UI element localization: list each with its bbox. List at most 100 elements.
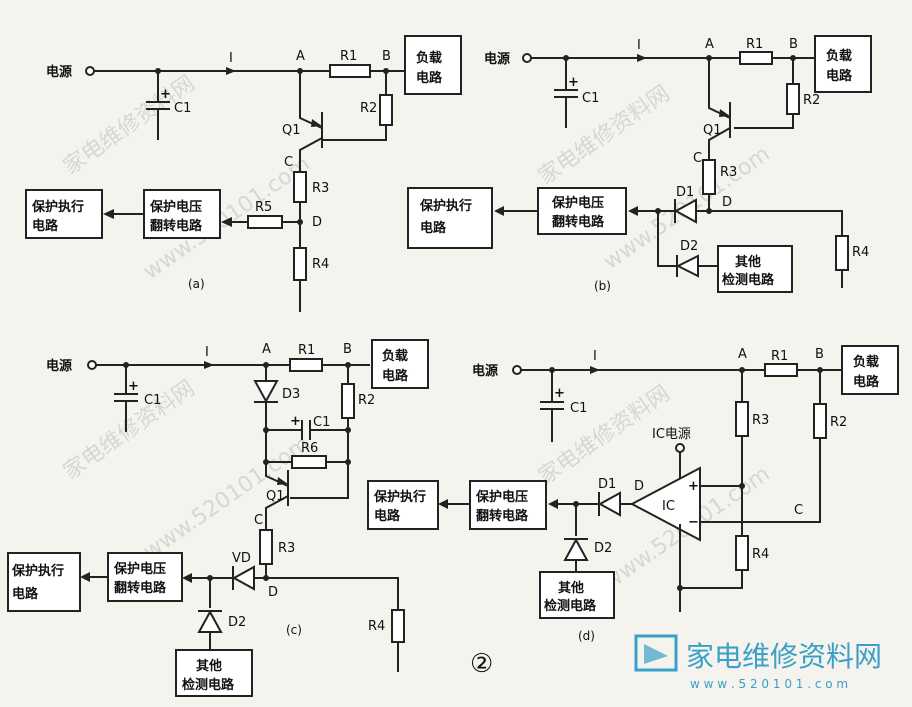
ic-opamp-d bbox=[629, 466, 701, 542]
diode-d2-c bbox=[197, 609, 223, 633]
svg-text:C: C bbox=[254, 513, 263, 528]
resistor-r3-b bbox=[702, 159, 716, 195]
svg-text:D2: D2 bbox=[228, 615, 246, 630]
svg-text:C1: C1 bbox=[313, 415, 330, 430]
svg-text:保护执行: 保护执行 bbox=[11, 563, 64, 579]
svg-text:I: I bbox=[593, 349, 597, 364]
svg-text:C: C bbox=[693, 151, 702, 166]
resistor-r3-d bbox=[735, 401, 749, 437]
svg-text:电路: 电路 bbox=[374, 508, 401, 524]
resistor-r4-b bbox=[835, 235, 849, 271]
svg-text:家电维修资料网: 家电维修资料网 bbox=[686, 640, 882, 673]
svg-text:+: + bbox=[568, 75, 579, 90]
svg-text:R2: R2 bbox=[358, 393, 375, 408]
resistor-r3-c bbox=[259, 529, 273, 565]
diode-d2-d bbox=[563, 537, 589, 561]
ic-power-label: IC电源 bbox=[652, 427, 691, 442]
resistor-r2-c bbox=[341, 383, 355, 419]
diode-d1-b bbox=[673, 198, 697, 224]
svg-text:C: C bbox=[284, 155, 293, 170]
svg-text:A: A bbox=[262, 342, 271, 357]
resistor-r2-d bbox=[813, 403, 827, 439]
caption-a: (a) bbox=[188, 277, 205, 291]
svg-text:B: B bbox=[382, 49, 391, 64]
load-box-d bbox=[841, 345, 899, 395]
svg-text:其他: 其他 bbox=[735, 254, 761, 270]
svg-text:D3: D3 bbox=[282, 387, 300, 402]
resistor-r4-a bbox=[293, 247, 307, 281]
resistor-r2-a bbox=[379, 94, 393, 126]
svg-text:R4: R4 bbox=[752, 547, 769, 562]
svg-text:R3: R3 bbox=[312, 181, 329, 196]
svg-text:−: − bbox=[688, 515, 699, 530]
resistor-r2-b bbox=[786, 83, 800, 115]
svg-text:C1: C1 bbox=[582, 91, 599, 106]
power-terminal-a bbox=[85, 66, 95, 76]
resistor-r4-c bbox=[391, 609, 405, 643]
resistor-r1-d bbox=[764, 363, 798, 377]
current-label-a: I bbox=[229, 51, 233, 66]
svg-text:R1: R1 bbox=[771, 349, 788, 364]
flip-box-a bbox=[143, 189, 221, 239]
resistor-r4-d bbox=[735, 535, 749, 571]
svg-text:C: C bbox=[794, 503, 803, 518]
svg-text:Q1: Q1 bbox=[282, 123, 301, 138]
svg-text:检测电路: 检测电路 bbox=[182, 677, 235, 693]
resistor-r1-c bbox=[289, 358, 323, 372]
svg-text:R2: R2 bbox=[830, 415, 847, 430]
svg-text:D1: D1 bbox=[598, 477, 616, 492]
svg-text:D2: D2 bbox=[594, 541, 612, 556]
svg-text:VD: VD bbox=[232, 551, 251, 566]
power-label-c: 电源 bbox=[46, 358, 72, 374]
resistor-r3-a bbox=[293, 171, 307, 203]
diode-d2-b bbox=[675, 254, 699, 278]
svg-text:保护执行: 保护执行 bbox=[373, 489, 426, 505]
svg-text:负载: 负载 bbox=[382, 348, 408, 364]
svg-text:电路: 电路 bbox=[416, 70, 443, 86]
svg-text:R3: R3 bbox=[278, 541, 295, 556]
svg-text:R5: R5 bbox=[255, 200, 272, 215]
svg-text:电路: 电路 bbox=[853, 374, 880, 390]
svg-text:负载: 负载 bbox=[826, 48, 852, 64]
svg-text:w w w . 5 2 0 1 0 1 . c o m: w w w . 5 2 0 1 0 1 . c o m bbox=[690, 677, 848, 691]
svg-text:B: B bbox=[815, 347, 824, 362]
circuit-a: 电源 I + C1 A B R1 负载 电路 R2 Q1 C R3 D R5 bbox=[25, 35, 462, 312]
svg-text:保护电压: 保护电压 bbox=[149, 199, 202, 215]
circuit-d: 电源 I + C1 A B R1 负载 电路 R2 C R3 R4 IC + bbox=[367, 345, 899, 643]
power-label-d: 电源 bbox=[472, 363, 498, 379]
svg-text:I: I bbox=[205, 345, 209, 360]
svg-text:保护电压: 保护电压 bbox=[551, 195, 604, 211]
svg-text:保护电压: 保护电压 bbox=[113, 561, 166, 577]
svg-text:R4: R4 bbox=[312, 257, 329, 272]
svg-text:B: B bbox=[789, 37, 798, 52]
exec-box-d bbox=[367, 480, 439, 530]
diode-d1-d bbox=[597, 491, 621, 517]
figure-number: ② bbox=[470, 649, 493, 679]
resistor-r5-a bbox=[247, 215, 283, 229]
svg-text:R2: R2 bbox=[360, 101, 377, 116]
circuit-c: 电源 I + C1 A B R1 负载 电路 R2 D3 + C1 R6 bbox=[7, 339, 429, 697]
svg-text:+: + bbox=[290, 414, 301, 429]
svg-text:Q1: Q1 bbox=[266, 489, 285, 504]
svg-text:翻转电路: 翻转电路 bbox=[114, 580, 167, 596]
svg-text:R1: R1 bbox=[298, 343, 315, 358]
svg-text:+: + bbox=[160, 87, 171, 102]
svg-text:D: D bbox=[722, 195, 732, 210]
svg-text:其他: 其他 bbox=[558, 580, 584, 596]
svg-text:D2: D2 bbox=[680, 239, 698, 254]
load-box-b bbox=[814, 35, 872, 93]
svg-text:B: B bbox=[343, 342, 352, 357]
svg-text:+: + bbox=[688, 479, 699, 494]
diode-d3-c bbox=[253, 380, 279, 404]
svg-text:电路: 电路 bbox=[420, 220, 447, 236]
svg-text:保护电压: 保护电压 bbox=[475, 489, 528, 505]
caption-c: (c) bbox=[286, 623, 302, 637]
svg-text:其他: 其他 bbox=[196, 658, 222, 674]
svg-text:R3: R3 bbox=[720, 165, 737, 180]
caption-d: (d) bbox=[578, 629, 595, 643]
svg-text:C1: C1 bbox=[144, 393, 161, 408]
svg-text:D1: D1 bbox=[676, 185, 694, 200]
svg-text:IC: IC bbox=[662, 499, 675, 514]
flip-box-d bbox=[469, 480, 547, 530]
svg-text:保护执行: 保护执行 bbox=[419, 198, 472, 214]
